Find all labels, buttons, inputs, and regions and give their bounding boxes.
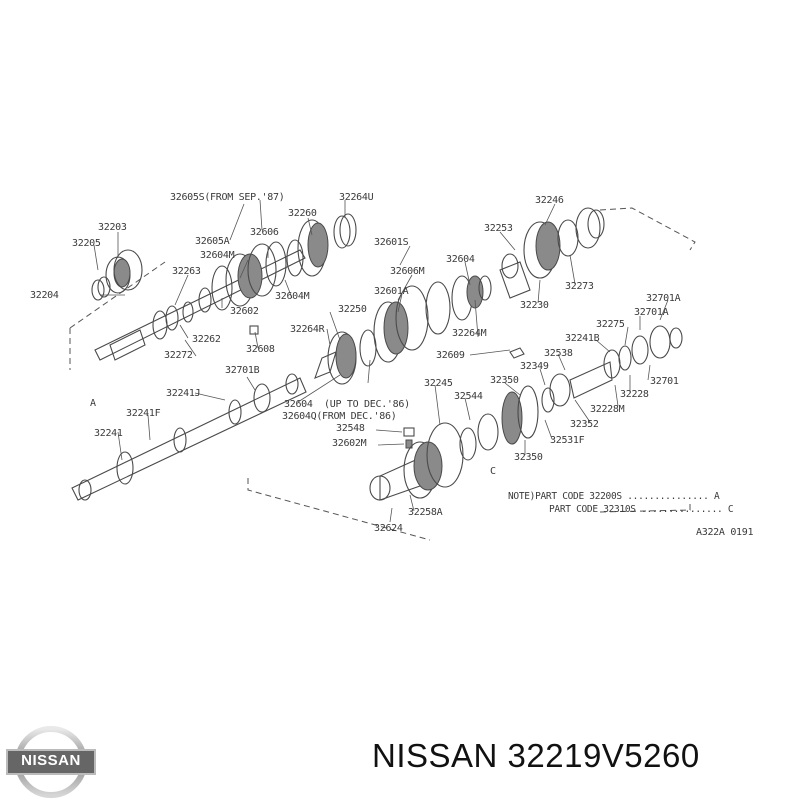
lower-assembly-outline — [247, 478, 691, 541]
label-32273: 32273 — [565, 281, 594, 292]
label-32228M: 32228M — [590, 404, 625, 415]
label-32275: 32275 — [596, 319, 625, 330]
label-32604M-upper: 32604M — [200, 250, 235, 261]
callout-a: A — [90, 398, 96, 409]
label-32701A: 32701A — [634, 307, 669, 318]
note-line-2: PART CODE 32310S ............... C — [549, 504, 733, 515]
label-32352: 32352 — [570, 419, 599, 430]
label-32601S: 32601S — [374, 237, 409, 248]
label-32264M: 32264M — [452, 328, 487, 339]
label-32701B: 32701B — [225, 365, 260, 376]
leader-lines — [93, 199, 669, 523]
label-32241J: 32241J — [166, 388, 200, 399]
label-32605S: 32605S(FROM SEP.'87) — [170, 192, 284, 203]
right-gear-cluster — [499, 207, 605, 299]
label-32538: 32538 — [544, 348, 573, 359]
nissan-logo: NISSAN — [5, 725, 97, 799]
label-32604Q: 32604Q(FROM DEC.'86) — [282, 411, 396, 422]
label-32264U: 32264U — [339, 192, 374, 203]
callout-c: C — [490, 466, 496, 477]
label-32246: 32246 — [535, 195, 564, 206]
label-32241B: 32241B — [565, 333, 600, 344]
upper-synchro-group — [198, 213, 357, 313]
label-32272: 32272 — [164, 350, 193, 361]
label-32258A: 32258A — [408, 507, 443, 518]
label-32260: 32260 — [288, 208, 317, 219]
label-32253: 32253 — [484, 223, 513, 234]
label-32602M: 32602M — [332, 438, 367, 449]
part-number-caption: NISSAN 32219V5260 — [372, 737, 700, 774]
label-32601A: 32601A — [374, 286, 409, 297]
label-32204: 32204 — [30, 290, 59, 301]
right-lower-group — [549, 325, 683, 407]
upper-assembly-outline — [69, 207, 696, 370]
label-32605A: 32605A — [195, 236, 230, 247]
label-32350-upper: 32350 — [490, 375, 519, 386]
label-32531F: 32531F — [550, 435, 585, 446]
label-32230: 32230 — [520, 300, 549, 311]
label-32245: 32245 — [424, 378, 453, 389]
label-32350-lower: 32350 — [514, 452, 543, 463]
label-32609: 32609 — [436, 350, 465, 361]
label-32701: 32701 — [650, 376, 679, 387]
label-32263: 32263 — [172, 266, 201, 277]
logo-text: NISSAN — [21, 752, 81, 769]
label-32349: 32349 — [520, 361, 549, 372]
label-32264R: 32264R — [290, 324, 326, 335]
drawing-code: A322A 0191 — [696, 527, 753, 538]
label-32262: 32262 — [192, 334, 221, 345]
label-32544: 32544 — [454, 391, 483, 402]
label-32241: 32241 — [94, 428, 123, 439]
label-32604-upper: 32604 — [446, 254, 475, 265]
label-32205: 32205 — [72, 238, 101, 249]
label-32250: 32250 — [338, 304, 367, 315]
label-32241F: 32241F — [126, 408, 161, 419]
label-32604M-mid: 32604M — [275, 291, 310, 302]
label-32604-lower: 32604 — [284, 399, 313, 410]
label-32701A-top: 32701A — [646, 293, 681, 304]
lower-gear-cluster — [369, 385, 555, 501]
counter-shaft — [71, 373, 307, 501]
label-32602: 32602 — [230, 306, 259, 317]
front-bearing-group — [91, 249, 143, 301]
label-32228: 32228 — [620, 389, 649, 400]
label-32606M: 32606M — [390, 266, 425, 277]
label-up-to-dec86: (UP TO DEC.'86) — [324, 399, 410, 410]
note-line-1: NOTE)PART CODE 32200S ............... A — [508, 491, 720, 502]
label-32606: 32606 — [250, 227, 279, 238]
label-32608: 32608 — [246, 344, 275, 355]
small-parts — [249, 325, 525, 449]
label-32624: 32624 — [374, 523, 403, 534]
label-32548: 32548 — [336, 423, 365, 434]
label-32203: 32203 — [98, 222, 127, 233]
center-synchro-group — [314, 275, 492, 385]
